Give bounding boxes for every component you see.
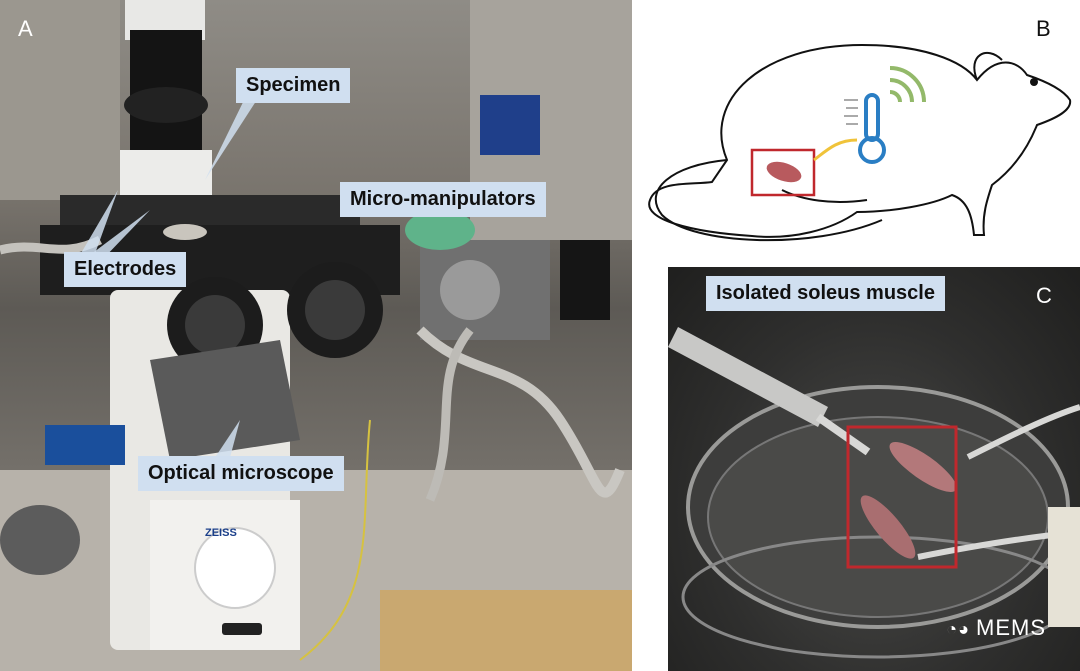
label-isolated-soleus-muscle: Isolated soleus muscle [706,276,945,311]
label-optical-microscope: Optical microscope [138,456,344,491]
label-specimen: Specimen [236,68,351,103]
panel-a-lab-setup-photo: A Specimen Micro-manipulators Electrodes… [0,0,632,671]
thermometer-icon [844,93,886,164]
wechat-icon: ◔◕ [946,619,970,639]
panel-letter-c: C [1036,283,1052,308]
panel-letter-a: A [18,16,33,41]
mouse-outline [648,43,1072,242]
wireless-signal-icon [889,66,926,103]
watermark-text: MEMS [976,615,1046,640]
panel-b-mouse-diagram: B [632,0,1080,267]
panel-c-isolated-muscle-photo: C Isolated soleus muscle ◔◕ MEMS [668,267,1080,671]
watermark: ◔◕ MEMS [946,615,1046,641]
panel-letter-b: B [1036,16,1051,41]
label-micro-manipulators: Micro-manipulators [340,182,546,217]
petri-dish-illustration [668,327,1080,659]
label-electrodes: Electrodes [64,252,187,287]
zeiss-brand-mark: ZEISS [205,527,237,539]
